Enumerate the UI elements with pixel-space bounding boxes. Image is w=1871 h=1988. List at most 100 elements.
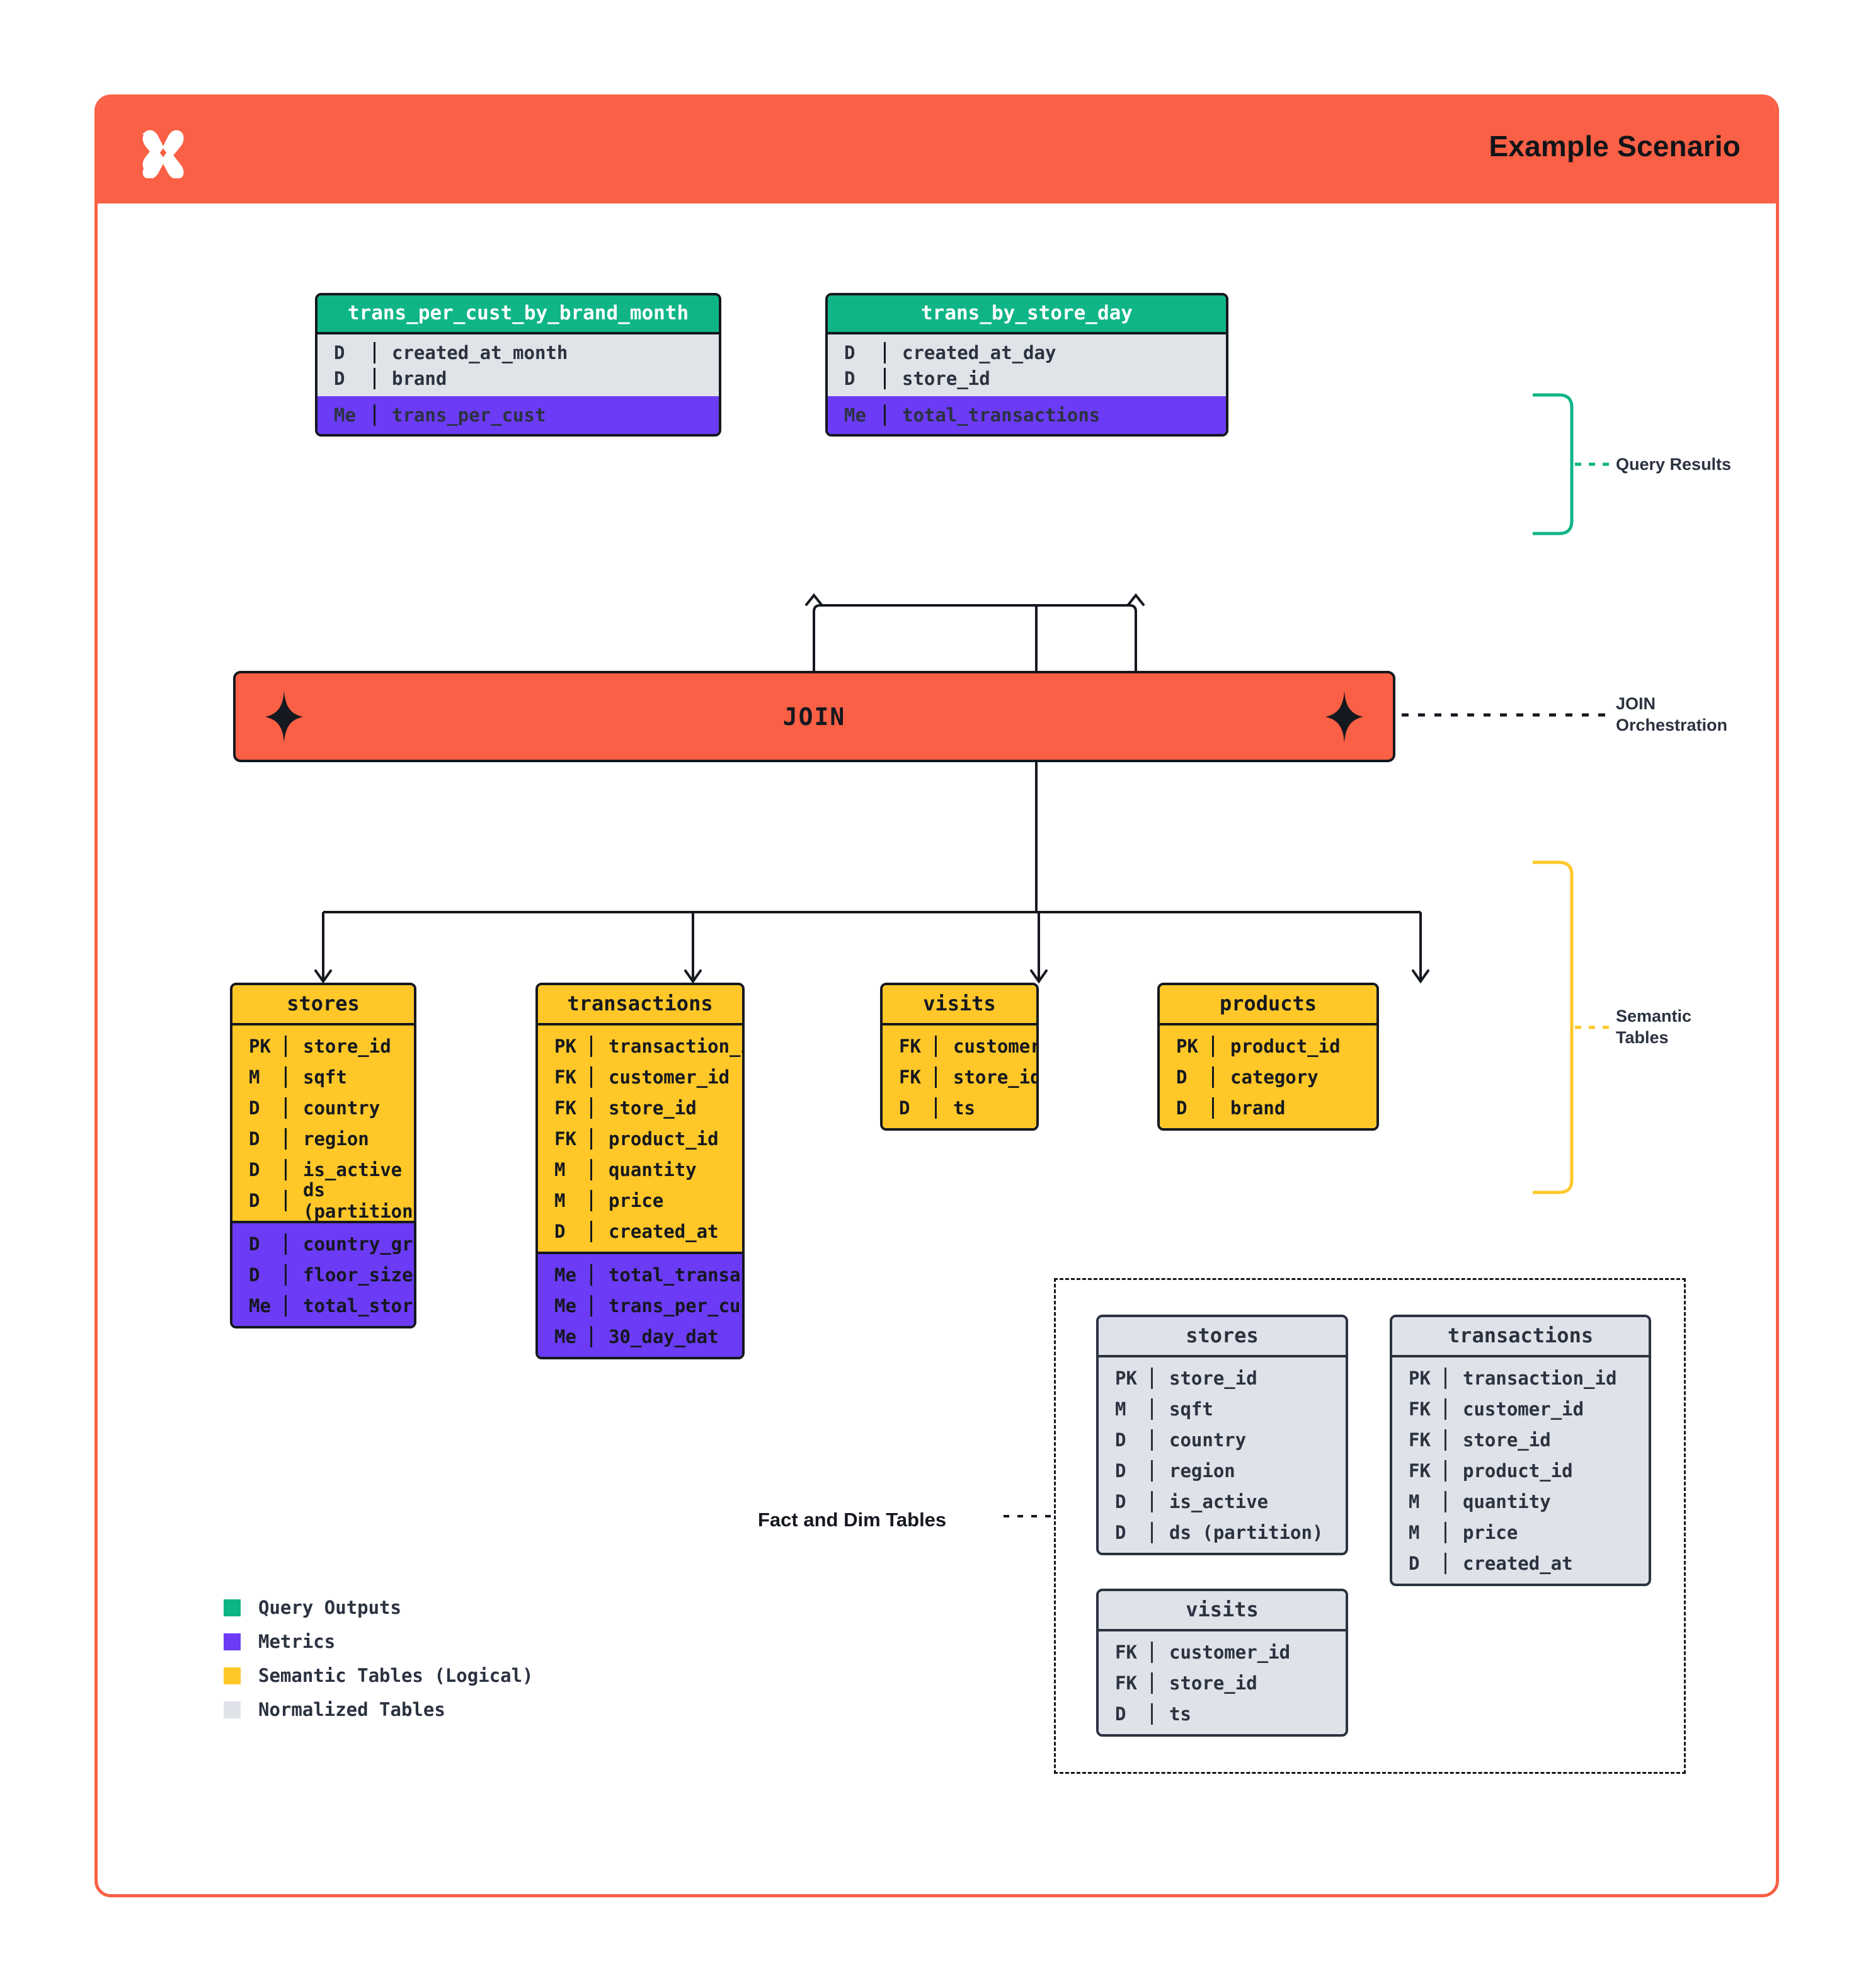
- column-kind: FK: [538, 1066, 592, 1088]
- column-kind: M: [538, 1158, 592, 1180]
- column-kind: Me: [538, 1294, 592, 1317]
- column-kind: PK: [1392, 1367, 1446, 1389]
- column-kind: FK: [538, 1128, 592, 1150]
- column-kind: D: [1099, 1490, 1153, 1512]
- table-body: D created_at_day D store_id: [828, 332, 1226, 396]
- legend-item-metrics: Metrics: [224, 1625, 534, 1659]
- column-kind: M: [538, 1189, 592, 1211]
- column-kind: Me: [828, 404, 886, 426]
- table-row: FK customer_id: [538, 1061, 742, 1092]
- table-row: FK customer_id: [1392, 1393, 1649, 1424]
- annotation-join-orchestration: JOIN Orchestration: [1616, 694, 1727, 736]
- query-result-table-trans-by-store-day[interactable]: trans_by_store_day D created_at_day D st…: [825, 293, 1228, 437]
- column-field: quantity: [1463, 1490, 1551, 1512]
- table-title: visits: [883, 985, 1036, 1023]
- metrics-section: Me trans_per_cust: [318, 396, 719, 434]
- legend-item-query-outputs: Query Outputs: [224, 1591, 534, 1625]
- column-field: brand: [392, 367, 447, 389]
- column-kind: D: [232, 1097, 287, 1119]
- column-field: brand: [1230, 1097, 1286, 1119]
- column-kind: D: [538, 1220, 592, 1242]
- annotation-join-orchestration-line1: JOIN: [1616, 694, 1656, 713]
- column-field: country_group: [303, 1233, 414, 1255]
- column-field: ts: [1169, 1703, 1191, 1725]
- column-field: trans_per_cust: [392, 404, 546, 426]
- legend-label: Semantic Tables (Logical): [258, 1665, 534, 1686]
- column-field: created_at_month: [392, 341, 568, 363]
- column-kind: D: [1160, 1066, 1214, 1088]
- legend-swatch-query-outputs: [224, 1599, 241, 1616]
- column-kind: D: [1099, 1521, 1153, 1543]
- table-body: D created_at_month D brand: [318, 332, 719, 396]
- column-field: ds (partition): [1169, 1521, 1324, 1543]
- column-kind: FK: [1099, 1672, 1153, 1694]
- table-row: D brand: [318, 365, 719, 396]
- column-field: customer_id: [1463, 1398, 1584, 1420]
- column-kind: FK: [1392, 1398, 1446, 1420]
- query-result-table-trans-per-cust-by-brand-month[interactable]: trans_per_cust_by_brand_month D created_…: [315, 293, 721, 437]
- column-kind: D: [232, 1233, 287, 1255]
- legend-label: Query Outputs: [258, 1597, 401, 1618]
- column-field: country: [303, 1097, 380, 1119]
- column-field: product_id: [1230, 1035, 1341, 1057]
- column-kind: FK: [1392, 1460, 1446, 1482]
- join-orchestration-bar[interactable]: JOIN: [233, 671, 1395, 762]
- column-field: ts: [953, 1097, 975, 1119]
- column-kind: M: [1392, 1521, 1446, 1543]
- column-kind: Me: [538, 1264, 592, 1286]
- column-kind: FK: [538, 1097, 592, 1119]
- column-kind: D: [1160, 1097, 1214, 1119]
- legend-swatch-normalized-tables: [224, 1701, 241, 1718]
- column-field: 30_day_dat: [609, 1325, 719, 1347]
- table-row: D store_id: [828, 365, 1226, 396]
- column-field: country: [1169, 1429, 1247, 1451]
- x-mark-logo-icon: [142, 130, 184, 178]
- table-row: D created_at_month: [318, 334, 719, 365]
- column-kind: FK: [883, 1066, 937, 1088]
- sparkle-icon: [265, 690, 303, 743]
- column-field: created_at: [609, 1220, 719, 1242]
- table-title: stores: [232, 985, 414, 1023]
- annotation-query-results: Query Results: [1616, 455, 1732, 474]
- column-field: customer_id: [953, 1035, 1039, 1057]
- column-field: store_id: [1463, 1429, 1551, 1451]
- column-field: category: [1230, 1066, 1319, 1088]
- column-kind: M: [1392, 1490, 1446, 1512]
- column-kind: D: [828, 367, 886, 389]
- legend-label: Metrics: [258, 1631, 336, 1652]
- column-field: customer_id: [609, 1066, 730, 1088]
- legend: Query Outputs Metrics Semantic Tables (L…: [224, 1591, 534, 1727]
- column-kind: D: [232, 1158, 287, 1180]
- column-field: customer_id: [1169, 1641, 1291, 1663]
- column-kind: D: [232, 1264, 287, 1286]
- column-kind: Me: [538, 1325, 592, 1347]
- column-field: floor_size: [303, 1264, 413, 1286]
- column-field: created_at: [1463, 1552, 1573, 1574]
- column-field: price: [1463, 1521, 1518, 1543]
